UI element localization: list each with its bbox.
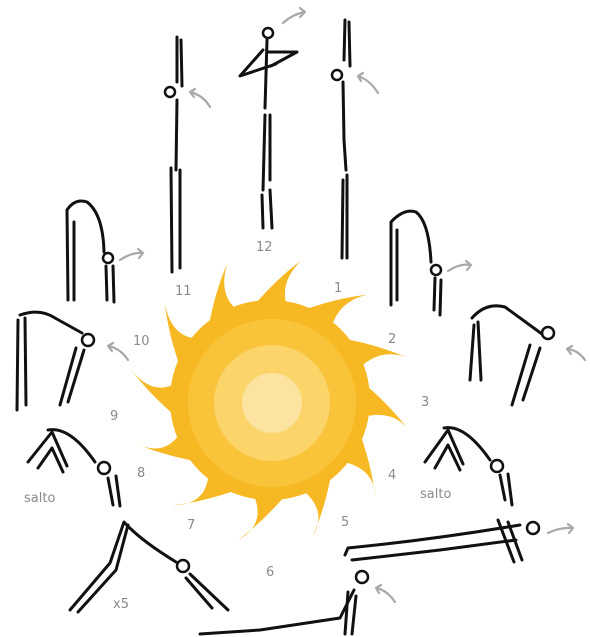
curved-arrow-icon <box>448 261 471 271</box>
step-number-5: 5 <box>341 516 349 529</box>
step-number-3: 3 <box>421 396 429 409</box>
repeat-count-label: x5 <box>113 598 129 611</box>
step-number-10: 10 <box>133 335 150 348</box>
step-number-7: 7 <box>187 519 195 532</box>
step-number-9: 9 <box>110 410 118 423</box>
curved-arrow-icon <box>108 343 128 360</box>
step-number-6: 6 <box>266 566 274 579</box>
step-number-1: 1 <box>334 282 342 295</box>
curved-arrow-icon <box>376 585 395 602</box>
salto-label-right: salto <box>420 488 451 501</box>
step-number-12: 12 <box>256 241 273 254</box>
salto-label-left: salto <box>24 492 55 505</box>
curved-arrow-icon <box>358 73 378 93</box>
curved-arrow-icon <box>567 346 585 360</box>
step-number-11: 11 <box>175 285 192 298</box>
step-number-8: 8 <box>137 467 145 480</box>
curved-arrow-icon <box>283 8 305 23</box>
curved-arrow-icon <box>190 89 210 107</box>
step-number-4: 4 <box>388 469 396 482</box>
step-number-2: 2 <box>388 333 396 346</box>
curved-arrow-icon <box>120 249 143 260</box>
curved-arrow-icon <box>548 524 573 533</box>
